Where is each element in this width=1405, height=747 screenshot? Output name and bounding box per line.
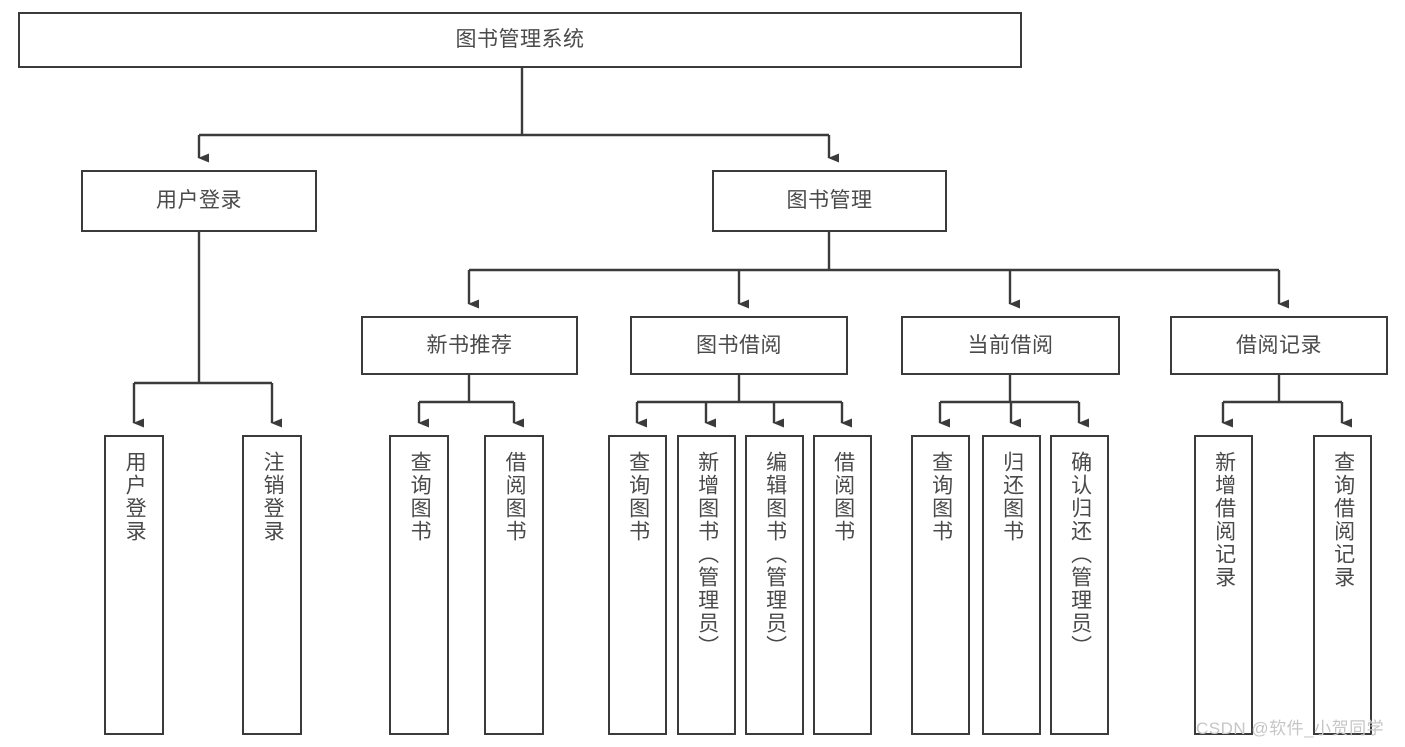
- node-label: 新增借阅记录: [1212, 451, 1236, 589]
- node-new-book-rec[interactable]: 新书推荐: [361, 316, 578, 375]
- node-leaf-borrow-book-2[interactable]: 借阅图书: [813, 435, 872, 735]
- csdn-watermark: CSDN @软件_小贺同学: [1196, 719, 1385, 738]
- node-leaf-query-record[interactable]: 查询借阅记录: [1313, 435, 1372, 735]
- node-label: 当前借阅: [967, 333, 1054, 357]
- node-current-borrow[interactable]: 当前借阅: [901, 316, 1120, 375]
- node-label: 借阅图书: [503, 451, 527, 543]
- node-label: 查询图书: [929, 451, 953, 543]
- node-label: 图书管理系统: [455, 28, 585, 52]
- node-leaf-return-book[interactable]: 归还图书: [982, 435, 1041, 735]
- node-label: 图书管理: [786, 189, 873, 213]
- node-label: 确认归还（管理员）: [1068, 451, 1092, 658]
- node-label: 借阅记录: [1236, 333, 1322, 357]
- node-label: 新增图书（管理员）: [695, 451, 719, 658]
- node-leaf-query-book-3[interactable]: 查询图书: [911, 435, 970, 735]
- node-book-borrow[interactable]: 图书借阅: [630, 316, 848, 375]
- node-leaf-add-book[interactable]: 新增图书（管理员）: [677, 435, 736, 735]
- node-label: 用户登录: [123, 451, 147, 543]
- node-label: 查询图书: [408, 451, 432, 543]
- node-leaf-borrow-book-1[interactable]: 借阅图书: [484, 435, 544, 735]
- node-label: 借阅图书: [831, 451, 855, 543]
- node-leaf-add-record[interactable]: 新增借阅记录: [1194, 435, 1253, 735]
- node-user-login[interactable]: 用户登录: [81, 170, 317, 232]
- node-leaf-confirm-return[interactable]: 确认归还（管理员）: [1050, 435, 1109, 735]
- node-root[interactable]: 图书管理系统: [18, 12, 1022, 68]
- node-label: 查询借阅记录: [1331, 451, 1355, 589]
- node-book-manage[interactable]: 图书管理: [712, 170, 947, 232]
- node-label: 新书推荐: [426, 333, 513, 357]
- node-leaf-user-login[interactable]: 用户登录: [104, 435, 164, 735]
- node-leaf-query-book-2[interactable]: 查询图书: [608, 435, 667, 735]
- node-leaf-logout[interactable]: 注销登录: [242, 435, 302, 735]
- node-label: 查询图书: [626, 451, 650, 543]
- node-label: 归还图书: [1000, 451, 1024, 543]
- node-label: 用户登录: [156, 189, 242, 213]
- node-label: 编辑图书（管理员）: [763, 451, 787, 658]
- node-leaf-query-book-1[interactable]: 查询图书: [389, 435, 449, 735]
- node-label: 图书借阅: [696, 333, 782, 357]
- node-borrow-record[interactable]: 借阅记录: [1170, 316, 1388, 375]
- node-label: 注销登录: [261, 451, 285, 543]
- node-leaf-edit-book[interactable]: 编辑图书（管理员）: [745, 435, 804, 735]
